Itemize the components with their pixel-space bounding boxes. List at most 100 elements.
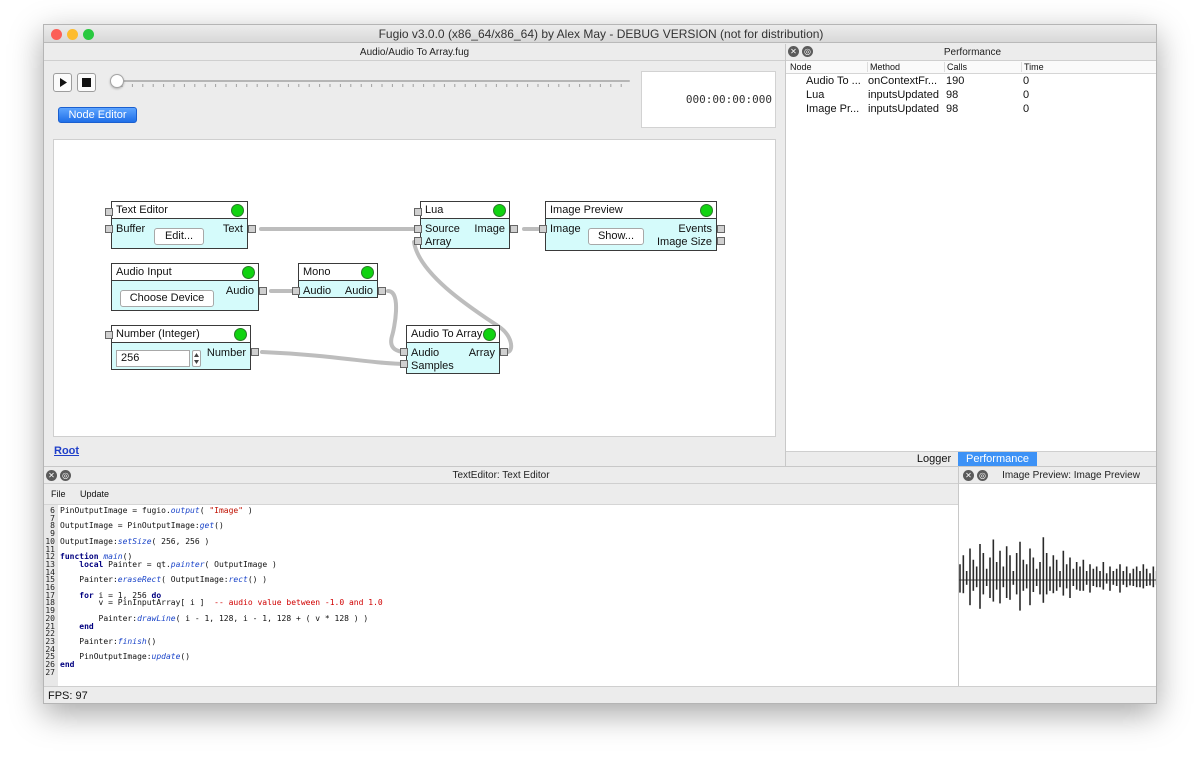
timeline-slider[interactable] — [110, 74, 630, 92]
image-preview-dock-title: Image Preview: Image Preview — [959, 467, 1156, 484]
status-led-icon — [234, 328, 247, 341]
node-text-editor[interactable]: Text Editor Buffer Text Edit... — [111, 201, 248, 249]
code-line: OutputImage = PinOutputImage:get() — [60, 521, 224, 531]
tab-performance[interactable]: Performance — [958, 452, 1037, 467]
pin-text-out[interactable] — [248, 225, 256, 233]
line-number: 12 — [45, 552, 55, 562]
cell-time: 0 — [1023, 75, 1030, 87]
menu-file[interactable]: File — [51, 489, 66, 499]
pin-number-in-top[interactable] — [105, 331, 113, 339]
node-audio-to-array[interactable]: Audio To Array Audio Samples Array — [406, 325, 500, 374]
tab-logger[interactable]: Logger — [916, 453, 952, 465]
column-header[interactable]: Calls — [944, 62, 967, 72]
pin-samples-in[interactable] — [400, 360, 408, 368]
pin-mono-in[interactable] — [292, 287, 300, 295]
node-editor-tab[interactable]: Node Editor — [58, 107, 137, 123]
pin-label-number: Number — [206, 347, 246, 359]
code-line: PinOutputImage = fugio.output( "Image" ) — [60, 506, 253, 515]
fps-counter: FPS: 97 — [48, 690, 88, 702]
line-number: 9 — [50, 529, 55, 539]
number-stepper[interactable] — [192, 350, 201, 367]
number-input[interactable]: 256 — [116, 350, 190, 367]
connection-mono-to-audio-to-array — [386, 289, 408, 354]
edit-button[interactable]: Edit... — [154, 228, 204, 245]
pin-mono-out[interactable] — [378, 287, 386, 295]
code-line: end — [60, 660, 75, 669]
code-line: function main() — [60, 552, 133, 562]
close-dock-icon[interactable]: ✕ — [46, 470, 57, 481]
column-header[interactable]: Node — [790, 62, 812, 72]
code-line: Painter:drawLine( i - 1, 128, i - 1, 128… — [60, 613, 369, 623]
pin-image-preview-in[interactable] — [539, 225, 547, 233]
node-audio-input[interactable]: Audio Input Audio Choose Device — [111, 263, 259, 311]
code-line: OutputImage:setSize( 256, 256 ) — [60, 536, 210, 546]
table-row[interactable]: Lua inputsUpdated 98 0 — [786, 88, 1156, 102]
minimize-window-button[interactable] — [67, 29, 78, 40]
pin-audio-input-out[interactable] — [259, 287, 267, 295]
table-row[interactable]: Audio To ... onContextFr... 190 0 — [786, 74, 1156, 88]
node-lua[interactable]: Lua Source Array Image — [420, 201, 510, 249]
line-number: 7 — [50, 513, 55, 523]
pin-array-out[interactable] — [500, 348, 508, 356]
pin-events-out[interactable] — [717, 225, 725, 233]
pin-text-editor-in-top[interactable] — [105, 208, 113, 216]
float-dock-icon[interactable]: ◎ — [802, 46, 813, 57]
pin-label-image-size: Image Size — [656, 236, 712, 248]
code-line: v = PinInputArray[ i ] -- audio value be… — [60, 598, 383, 608]
close-dock-icon[interactable]: ✕ — [788, 46, 799, 57]
slider-handle[interactable] — [110, 74, 124, 88]
stepper-arrows-icon — [194, 353, 199, 364]
pin-label-array: Array — [468, 347, 495, 359]
status-led-icon — [700, 204, 713, 217]
pin-lua-in-top[interactable] — [414, 208, 422, 216]
node-mono[interactable]: Mono Audio Audio — [298, 263, 378, 298]
node-image-preview[interactable]: Image Preview Image Events Image Size Sh… — [545, 201, 717, 251]
close-window-button[interactable] — [51, 29, 62, 40]
pin-source-in[interactable] — [414, 225, 422, 233]
waveform-preview-image — [959, 537, 1156, 611]
pin-number-out[interactable] — [251, 348, 259, 356]
play-button[interactable] — [53, 73, 72, 92]
window-titlebar: Fugio v3.0.0 (x86_64/x86_64) by Alex May… — [44, 25, 1156, 43]
node-number-integer[interactable]: Number (Integer) Number 256 — [111, 325, 251, 370]
performance-table-header: Node Method Calls Time — [786, 61, 1156, 74]
pin-label-audio-in: Audio — [303, 285, 332, 297]
show-button[interactable]: Show... — [588, 228, 644, 245]
pin-buffer-in[interactable] — [105, 225, 113, 233]
stop-button[interactable] — [77, 73, 96, 92]
pin-label-image: Image — [550, 223, 581, 235]
node-title: Mono — [299, 264, 377, 281]
line-number: 26 — [45, 660, 55, 669]
line-number: 19 — [45, 606, 55, 616]
table-row[interactable]: Image Pr... inputsUpdated 98 0 — [786, 102, 1156, 116]
line-number: 11 — [45, 544, 55, 554]
float-dock-icon[interactable]: ◎ — [60, 470, 71, 481]
status-bar: FPS: 97 — [44, 686, 1156, 703]
menu-update[interactable]: Update — [80, 489, 110, 499]
code-line: end — [79, 621, 94, 631]
line-number: 14 — [45, 567, 55, 577]
pin-image-out[interactable] — [510, 225, 518, 233]
timecode-text: 000:00:00:000 — [685, 93, 772, 106]
line-number: 22 — [45, 629, 55, 639]
node-title: Lua — [421, 202, 509, 219]
float-dock-icon[interactable]: ◎ — [977, 470, 988, 481]
choose-device-button[interactable]: Choose Device — [120, 290, 214, 307]
line-number: 20 — [45, 613, 55, 623]
root-breadcrumb-link[interactable]: Root — [54, 445, 80, 457]
pin-array-in[interactable] — [414, 237, 422, 245]
dock-tab-bar: Logger Performance — [786, 451, 1156, 467]
pin-audio-in[interactable] — [400, 348, 408, 356]
column-header[interactable]: Time — [1021, 62, 1044, 72]
cell-node: Image Pr... — [806, 103, 860, 115]
maximize-window-button[interactable] — [83, 29, 94, 40]
pin-image-size-out[interactable] — [717, 237, 725, 245]
close-dock-icon[interactable]: ✕ — [963, 470, 974, 481]
column-header[interactable]: Method — [867, 62, 900, 72]
code-editor[interactable]: PinOutputImage = fugio.output( "Image" )… — [58, 505, 958, 687]
line-number: 15 — [45, 575, 55, 585]
node-editor-canvas[interactable]: Text Editor Buffer Text Edit... Audio In… — [53, 139, 776, 437]
status-led-icon — [361, 266, 374, 279]
line-number: 13 — [45, 559, 55, 569]
